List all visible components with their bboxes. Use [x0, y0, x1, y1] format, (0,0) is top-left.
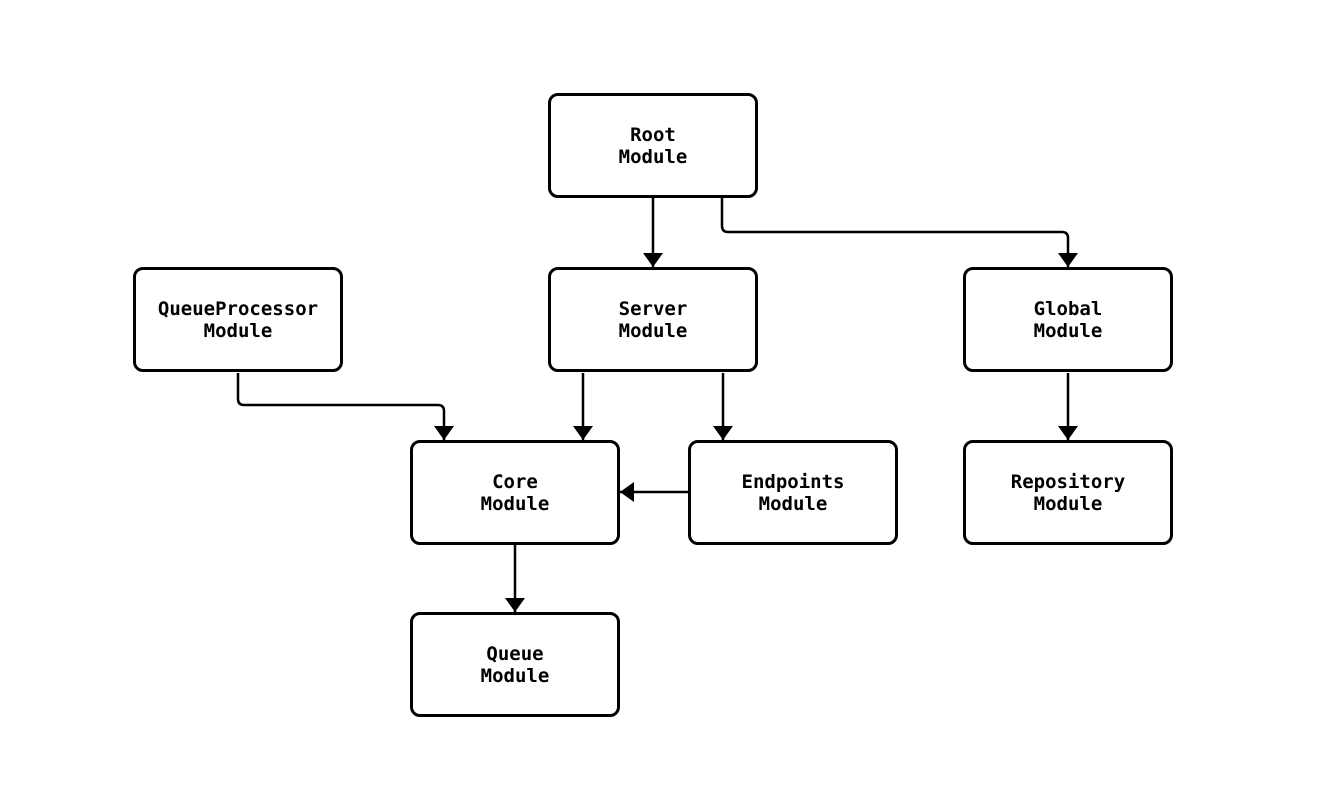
- node-queueprocessor-module: QueueProcessor Module: [133, 267, 343, 372]
- node-queue-module: Queue Module: [410, 612, 620, 717]
- edge-root-to-global: [720, 198, 1078, 267]
- node-global-module: Global Module: [963, 267, 1173, 372]
- node-server-module: Server Module: [548, 267, 758, 372]
- edge-queueprocessor-to-core: [236, 373, 454, 440]
- node-core-module: Core Module: [410, 440, 620, 545]
- node-endpoints-module: Endpoints Module: [688, 440, 898, 545]
- node-repository-module: Repository Module: [963, 440, 1173, 545]
- node-root-module: Root Module: [548, 93, 758, 198]
